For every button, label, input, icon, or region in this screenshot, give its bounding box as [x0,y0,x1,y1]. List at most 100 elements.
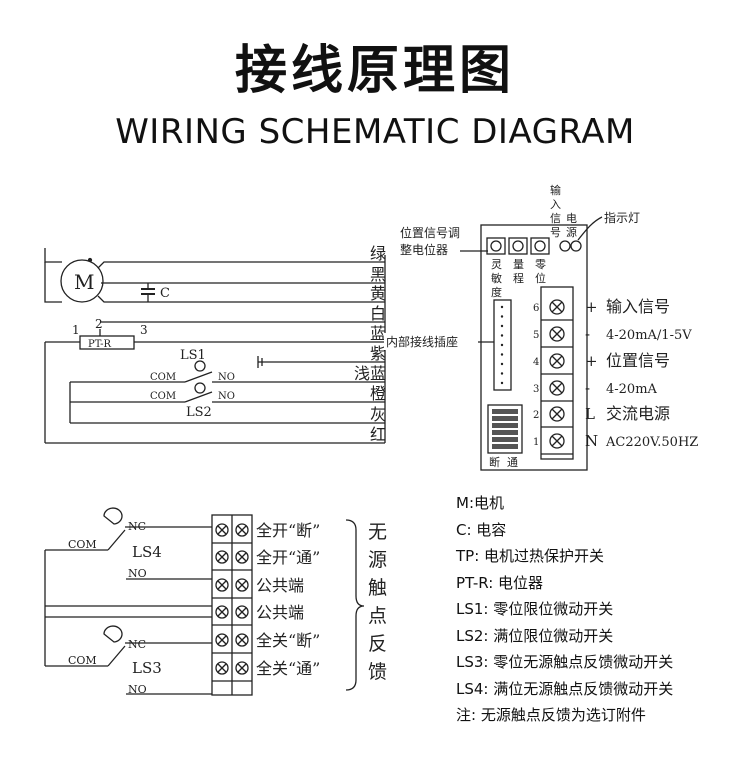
terminal-number-3: 3 [533,384,539,395]
legend-item: LS3: 零位无源触点反馈微动开关 [456,653,674,671]
motor-section: M C [44,248,385,303]
board-pot-1 [508,237,528,255]
legend-item: 注: 无源触点反馈为选订附件 [456,706,646,724]
ls3-name: LS3 [132,659,162,677]
socket-pin [500,334,504,337]
board-pot-0 [486,237,506,255]
wire-color-2: 黄 [370,284,386,303]
terminal-desc-1: AC220V.50HZ [605,435,698,450]
dip-switch [492,430,518,435]
terminal-desc-3: 4-20mA [606,382,658,397]
feedback-side-char-3: 点 [368,605,387,627]
wire-color-5: 紫 [370,344,386,363]
feedback-row-1: 全开“通” [256,548,320,567]
ls2-name: LS2 [186,405,212,420]
pot-n2: 2 [95,317,103,331]
terminal-number-4: 4 [533,357,539,368]
terminal-number-5: 5 [533,330,539,341]
terminal-screw-1 [549,433,565,449]
ls3-nc: NC [128,638,146,651]
legend-item: M:电机 [456,494,504,512]
board-pot-knob-2 [534,240,546,252]
dip-on-label: 通 [507,456,518,469]
feedback-side-char-4: 反 [368,633,387,655]
socket-pin [500,353,504,356]
feedback-side-char-0: 无 [368,521,387,543]
wire-color-0: 绿 [370,244,386,263]
terminal-screw-6 [549,299,565,315]
pot-label-2-0: 零 [535,258,546,271]
terminal-desc-4: 位置信号 [606,351,670,370]
terminal-desc-2: 交流电源 [606,404,670,423]
socket-pin [500,381,504,385]
terminal-desc-5: 4-20mA/1-5V [606,328,692,343]
ls2-com: COM [150,391,176,402]
pot-label-1-0: 量 [513,258,524,271]
feedback-row-4: 全关“断” [256,631,320,650]
dip-switch [492,416,518,421]
fb-terminal-screw [215,661,229,675]
socket-pin [500,343,504,347]
terminal-screw-4 [549,353,565,369]
fb-terminal-screw [215,523,229,537]
terminal-sign-2: L [585,405,595,423]
socket-pin [500,372,504,375]
ls1-no: NO [218,372,235,383]
input-signal-vertical: 输 [550,183,561,197]
pot-label-0-0: 灵 [491,258,502,271]
legend-item: LS1: 零位限位微动开关 [456,600,614,618]
indicator-label: 指示灯 [604,210,640,225]
socket-pin [500,315,504,318]
title-english: WIRING SCHEMATIC DIAGRAM [115,112,635,152]
fb-terminal-screw [235,523,249,537]
legend-item: C: 电容 [456,520,507,539]
terminal-screw-3 [549,380,565,396]
legend-item: LS2: 满位限位微动开关 [456,626,614,645]
internal-socket-label: 内部接线插座 [386,334,458,349]
feedback-side-char-2: 触 [368,577,387,599]
fb-terminal-screw [215,550,229,564]
fb-terminal-screw [235,605,249,619]
terminal-sign-3: - [585,379,590,397]
dip-switch [492,444,518,449]
pot-adjust-label: 位置信号调 [400,225,460,240]
power-vertical-2: 源 [566,225,577,239]
legend-item: TP: 电机过热保护开关 [456,547,605,565]
feedback-row-5: 全关“通” [256,659,320,678]
pot-label-0-1: 敏 [491,271,502,285]
fb-terminal-screw [215,578,229,592]
feedback-row-2: 公共端 [256,576,304,595]
dip-off-label: 断 [489,455,500,469]
pot-label-0-2: 度 [491,285,502,299]
ls4-com: COM [68,538,97,551]
terminal-screw-2 [549,406,565,422]
ls4-no: NO [128,567,147,580]
terminal-number-1: 1 [533,437,539,448]
capacitor-label: C [160,286,170,301]
board-pot-knob-0 [490,240,502,252]
pot-n3: 3 [140,323,148,337]
board-pot-2 [530,237,550,255]
socket-pin [500,362,504,366]
wire-color-9: 红 [370,425,386,444]
potentiometer: 1 2 3 PT-R [44,317,385,444]
terminal-sign-6: + [585,298,598,316]
feedback-row-0: 全开“断” [256,521,320,540]
socket-pin [500,324,504,328]
pot-label-1-1: 程 [513,272,524,285]
pot-n1: 1 [72,323,80,337]
wire-color-6: 浅蓝 [354,364,386,383]
pot-label-2-1: 位 [535,271,546,285]
wire-color-4: 蓝 [370,324,386,343]
input-signal-vertical-3: 信 [550,212,561,225]
fb-terminal-screw [235,578,249,592]
wire-color-7: 橙 [370,384,386,403]
feedback-side-char-1: 源 [368,549,387,571]
wire-color-8: 灰 [370,405,386,424]
ls1-name: LS1 [180,348,206,363]
dip-switch [492,437,518,442]
fb-terminal-screw [235,661,249,675]
